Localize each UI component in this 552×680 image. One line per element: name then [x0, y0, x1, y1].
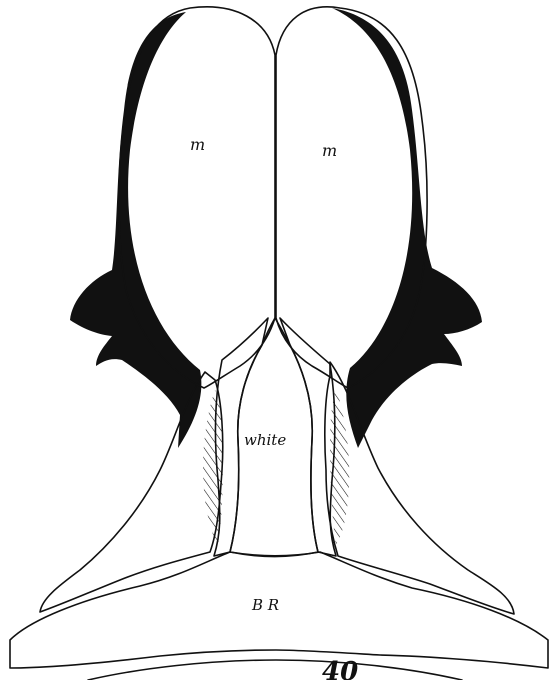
left-shadow-mass — [70, 12, 201, 448]
label-br: B R — [251, 596, 279, 614]
figure-number: 40 — [322, 657, 358, 680]
label-m-left: m — [190, 135, 205, 154]
right-shadow-mass — [332, 8, 482, 448]
lower-arc — [88, 660, 462, 680]
label-m-right: m — [322, 141, 337, 160]
label-white: white — [244, 431, 286, 449]
right-inner-sheath — [280, 318, 336, 556]
